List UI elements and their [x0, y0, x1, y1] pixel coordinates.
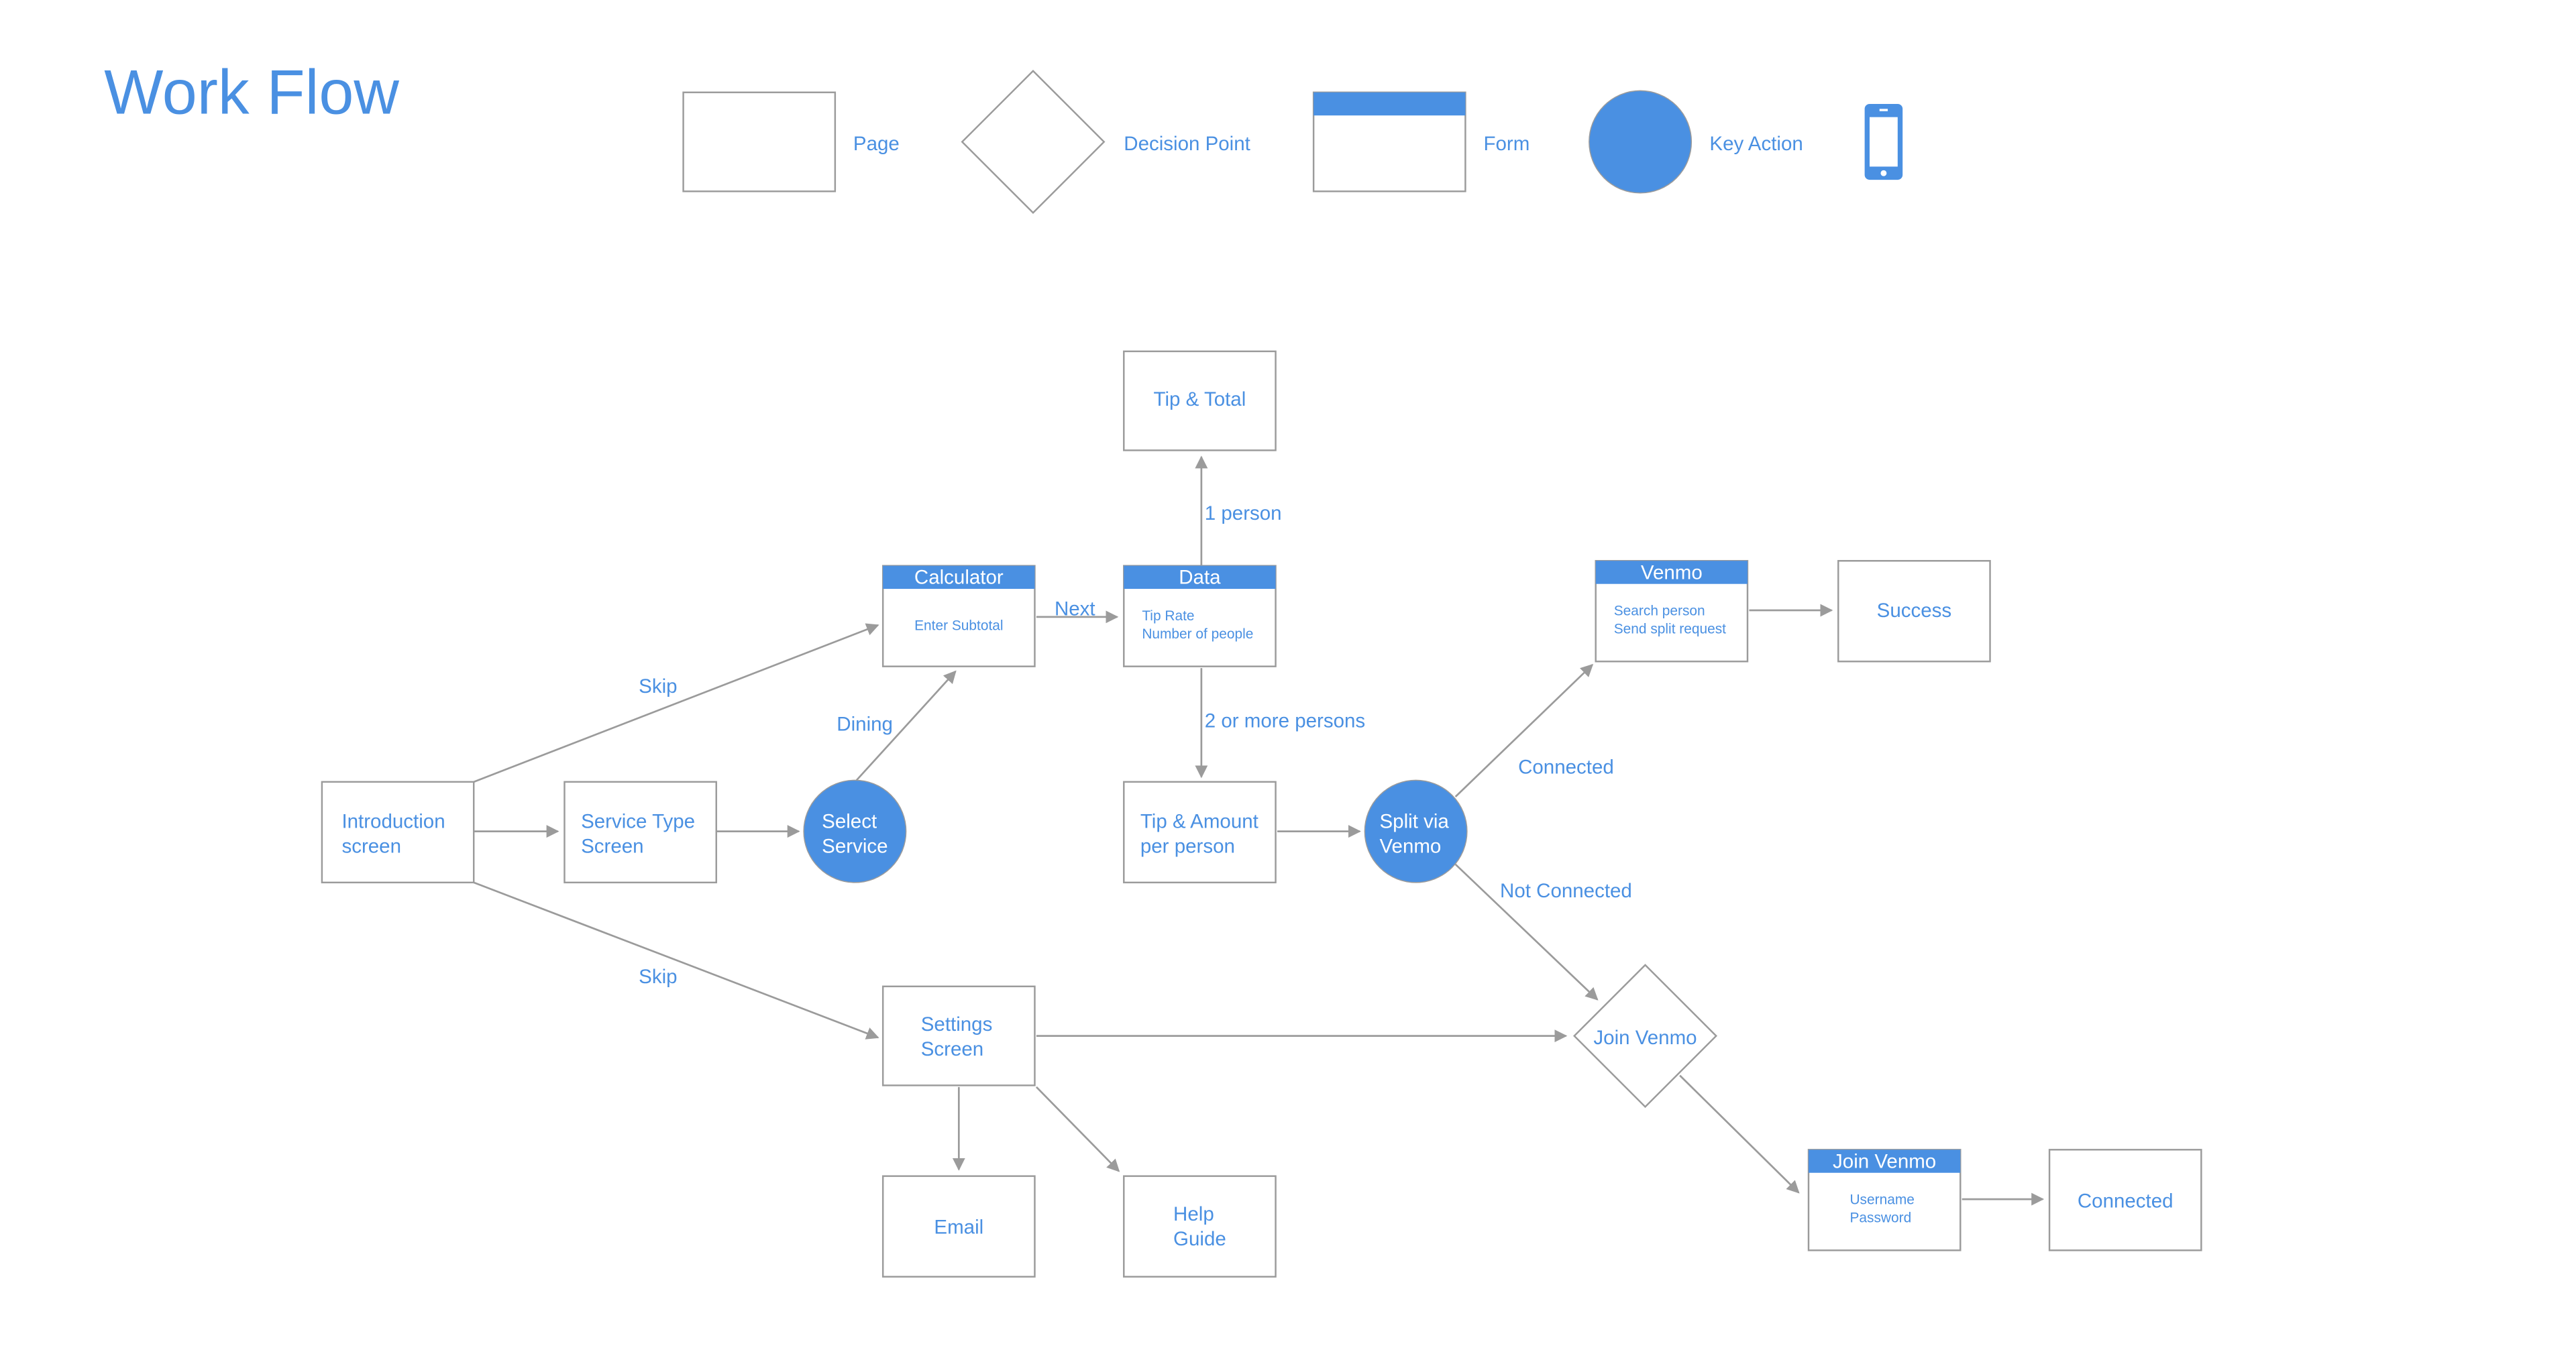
legend-decision-label: Decision Point — [1124, 133, 1250, 155]
edge-split-join — [1454, 863, 1599, 1001]
svg-text:Service: Service — [822, 836, 888, 858]
edge-label-skip-bottom: Skip — [639, 966, 677, 988]
svg-text:Guide: Guide — [1173, 1228, 1226, 1250]
svg-text:Split via: Split via — [1380, 811, 1450, 833]
edge-label-skip-top: Skip — [639, 675, 677, 697]
svg-text:Help: Help — [1173, 1203, 1214, 1225]
node-settings-screen[interactable]: Settings Screen — [881, 985, 1036, 1086]
edge-settings-help — [1035, 1086, 1120, 1172]
edges — [473, 455, 2045, 1206]
svg-text:Password: Password — [1849, 1211, 1911, 1226]
svg-text:screen: screen — [341, 836, 401, 858]
edge-label-one-person: 1 person — [1205, 502, 1282, 524]
svg-text:Email: Email — [934, 1217, 983, 1239]
svg-text:Data: Data — [1179, 567, 1221, 589]
svg-text:Calculator: Calculator — [914, 567, 1004, 589]
node-email[interactable]: Email — [881, 1175, 1036, 1278]
edge-join-form — [1679, 1074, 1800, 1194]
edge-select-calculator — [855, 670, 957, 781]
node-venmo-form[interactable]: Venmo Search person Send split request — [1595, 560, 1749, 663]
node-join-venmo-decision[interactable]: Join Venmo — [1572, 964, 1717, 1109]
svg-text:Username: Username — [1849, 1192, 1914, 1207]
svg-text:Venmo: Venmo — [1641, 561, 1703, 583]
svg-text:Select: Select — [822, 811, 877, 833]
svg-text:Screen: Screen — [581, 836, 643, 858]
node-select-service[interactable]: Select Service — [803, 779, 907, 883]
svg-text:Send split request: Send split request — [1614, 621, 1726, 636]
edge-label-dining: Dining — [837, 714, 893, 736]
legend-form-label: Form — [1483, 133, 1529, 155]
edge-label-two-more: 2 or more persons — [1205, 710, 1365, 732]
legend: Page Decision Point Form Key Action — [682, 70, 1903, 215]
node-join-venmo-form[interactable]: Join Venmo Username Password — [1807, 1149, 1962, 1251]
node-tip-total[interactable]: Tip & Total — [1123, 350, 1277, 451]
svg-text:Service Type: Service Type — [581, 811, 695, 833]
svg-text:Tip Rate: Tip Rate — [1142, 608, 1194, 624]
legend-form-header — [1313, 92, 1466, 116]
svg-text:Screen: Screen — [921, 1038, 983, 1060]
node-calculator-form[interactable]: Calculator Enter Subtotal — [881, 565, 1036, 667]
svg-text:Success: Success — [1877, 600, 1952, 622]
legend-page-shape — [682, 91, 837, 192]
node-split-via-venmo[interactable]: Split via Venmo — [1364, 779, 1468, 883]
edge-label-connected: Connected — [1518, 756, 1614, 779]
edge-intro-settings — [473, 881, 879, 1040]
svg-text:Tip & Total: Tip & Total — [1154, 388, 1246, 410]
node-help-guide[interactable]: Help Guide — [1123, 1175, 1277, 1278]
svg-text:Join Venmo: Join Venmo — [1593, 1027, 1697, 1049]
legend-key-action-shape — [1589, 90, 1693, 194]
svg-text:Enter Subtotal: Enter Subtotal — [914, 618, 1003, 634]
node-data-form[interactable]: Data Tip Rate Number of people — [1123, 565, 1277, 667]
edge-split-venmo — [1454, 663, 1594, 797]
legend-page-label: Page — [853, 133, 900, 155]
svg-text:per person: per person — [1140, 836, 1235, 858]
edge-label-not-connected: Not Connected — [1500, 880, 1632, 902]
svg-text:Introduction: Introduction — [341, 811, 445, 833]
svg-text:Settings: Settings — [921, 1013, 993, 1035]
node-connected[interactable]: Connected — [2048, 1149, 2202, 1251]
edge-intro-calculator — [473, 623, 879, 783]
legend-key-action-label: Key Action — [1709, 133, 1803, 155]
node-success[interactable]: Success — [1837, 560, 1991, 663]
svg-text:Tip & Amount: Tip & Amount — [1140, 811, 1258, 833]
node-introduction-screen[interactable]: Introduction screen — [321, 781, 475, 884]
mobile-phone-icon — [1864, 103, 1903, 180]
svg-text:Join Venmo: Join Venmo — [1833, 1150, 1936, 1172]
svg-text:Search person: Search person — [1614, 603, 1705, 618]
legend-decision-shape — [961, 70, 1106, 215]
page-title: Work Flow — [104, 57, 399, 127]
svg-text:Number of people: Number of people — [1142, 626, 1253, 642]
node-tip-amount-per-person[interactable]: Tip & Amount per person — [1123, 781, 1277, 884]
edge-label-next: Next — [1055, 598, 1095, 620]
svg-text:Connected: Connected — [2078, 1190, 2174, 1212]
node-service-type-screen[interactable]: Service Type Screen — [564, 781, 717, 884]
svg-text:Venmo: Venmo — [1380, 836, 1442, 858]
